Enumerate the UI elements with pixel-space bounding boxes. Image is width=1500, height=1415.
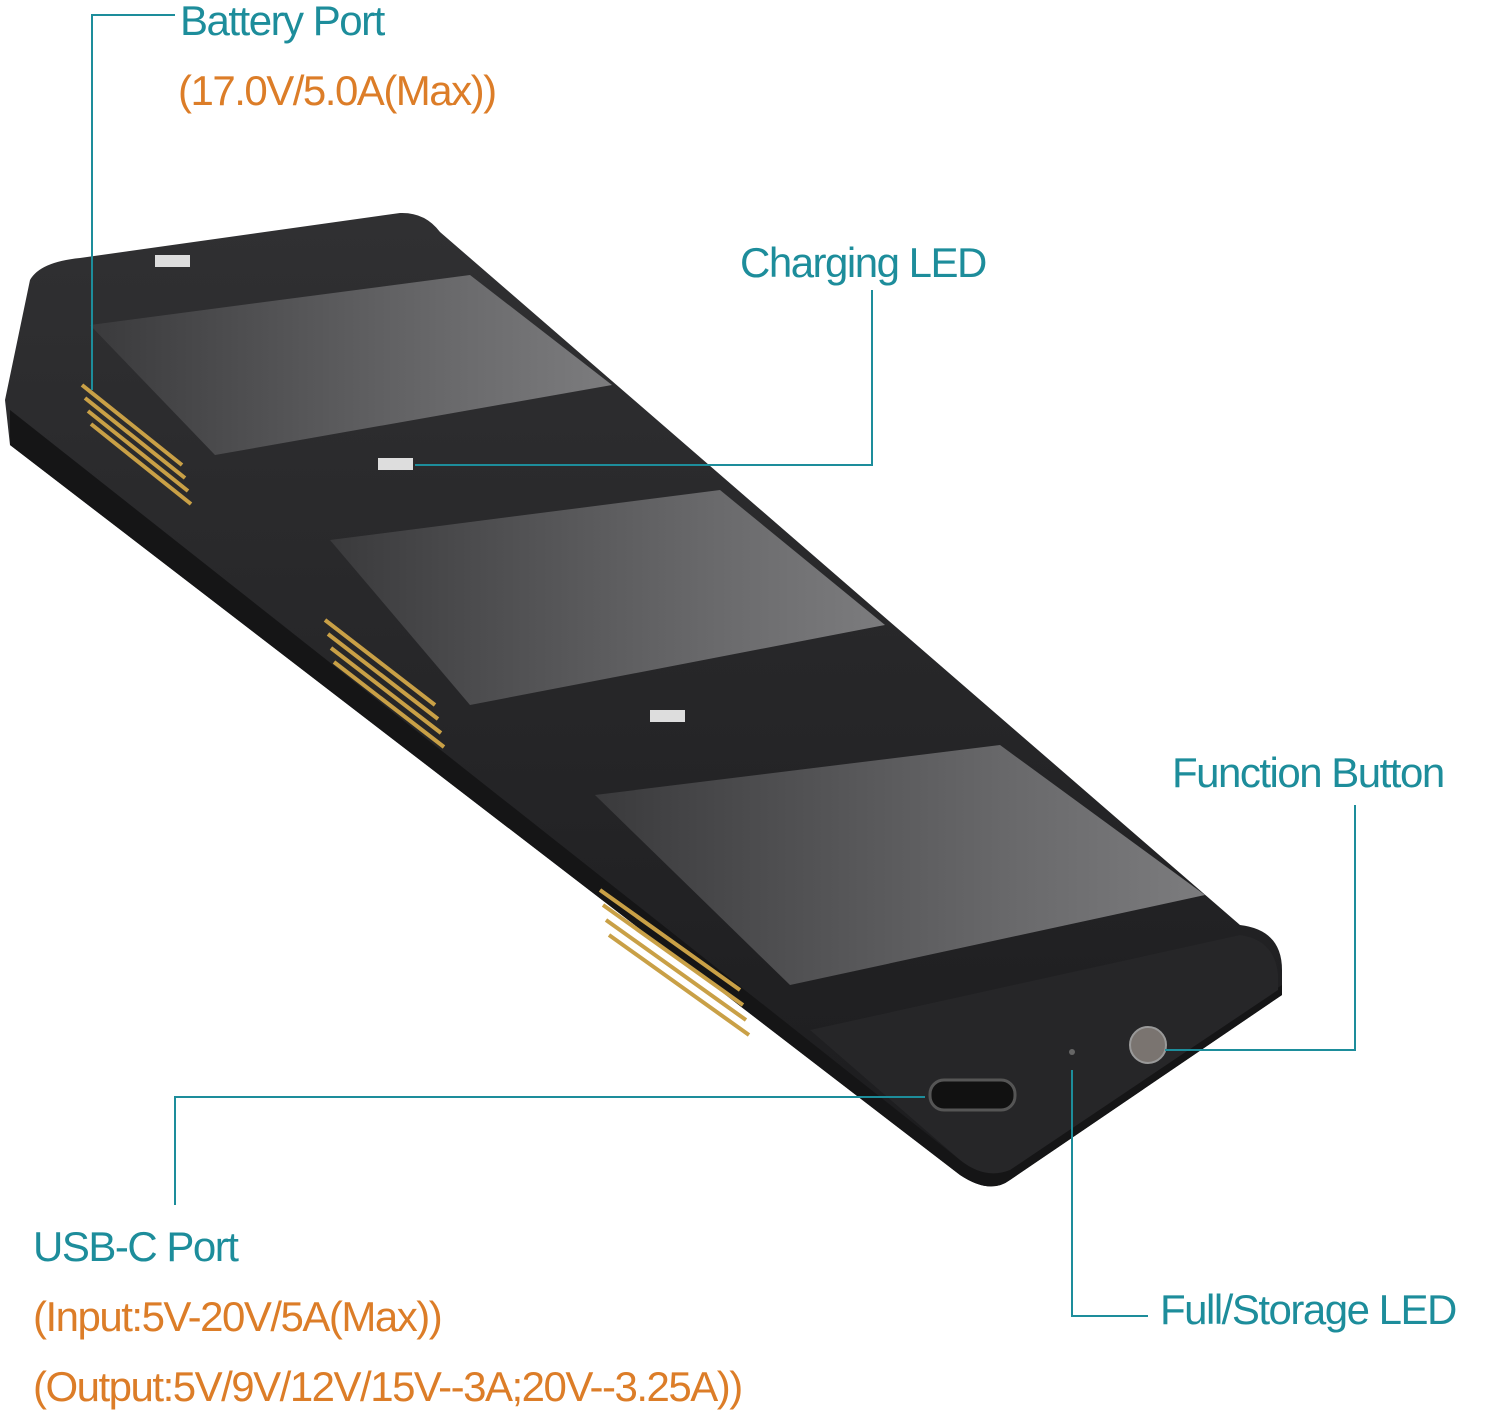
charging-led-3 bbox=[650, 710, 685, 722]
usb-c-input-spec: (Input:5V-20V/5A(Max)) bbox=[33, 1293, 443, 1340]
usb-c-port bbox=[928, 1078, 1017, 1112]
charging-led-label: Charging LED bbox=[740, 239, 987, 286]
full-storage-led bbox=[1069, 1049, 1075, 1055]
battery-port-label: Battery Port bbox=[180, 0, 385, 44]
function-button bbox=[1129, 1026, 1167, 1064]
function-button-label: Function Button bbox=[1172, 749, 1445, 796]
battery-slot-3 bbox=[595, 710, 1205, 985]
charging-led-1 bbox=[155, 255, 190, 267]
usb-c-port-label: USB-C Port bbox=[33, 1223, 239, 1270]
charging-led-2 bbox=[378, 458, 413, 470]
leader-lines bbox=[91, 14, 1356, 1317]
battery-port-spec: (17.0V/5.0A(Max)) bbox=[178, 67, 497, 114]
battery-slot-2 bbox=[330, 458, 885, 705]
battery-slot-1 bbox=[90, 255, 612, 455]
usb-c-output-spec: (Output:5V/9V/12V/15V--3A;20V--3.25A)) bbox=[33, 1363, 743, 1410]
full-storage-led-label: Full/Storage LED bbox=[1160, 1286, 1457, 1333]
battery-port-pins bbox=[80, 383, 751, 1037]
